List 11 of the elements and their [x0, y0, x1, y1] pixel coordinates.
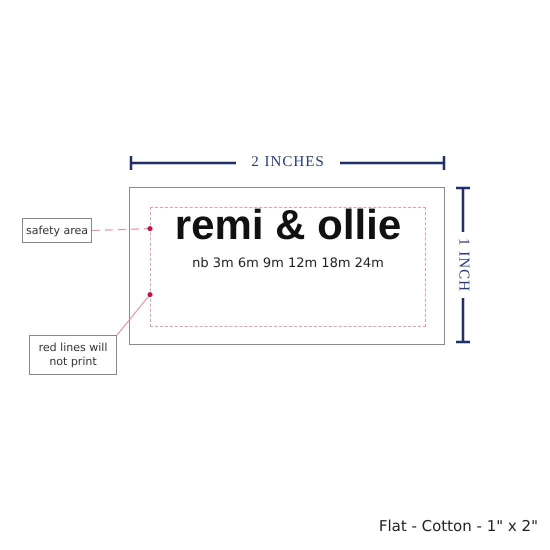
callout-text: red lines will not print: [38, 340, 108, 370]
leader-line: [92, 226, 152, 232]
caption: Flat - Cotton - 1" x 2": [378, 517, 538, 535]
callout-text: safety area: [26, 224, 88, 237]
name-text: remi & ollie: [174, 200, 402, 250]
size-text: nb 3m 6m 9m 12m 18m 24m: [191, 256, 385, 271]
safety-area-box: [150, 207, 426, 327]
callout-box: [22, 218, 92, 243]
label-card: [129, 187, 445, 345]
leader-line: [116, 292, 152, 336]
callout-box: [29, 335, 117, 375]
